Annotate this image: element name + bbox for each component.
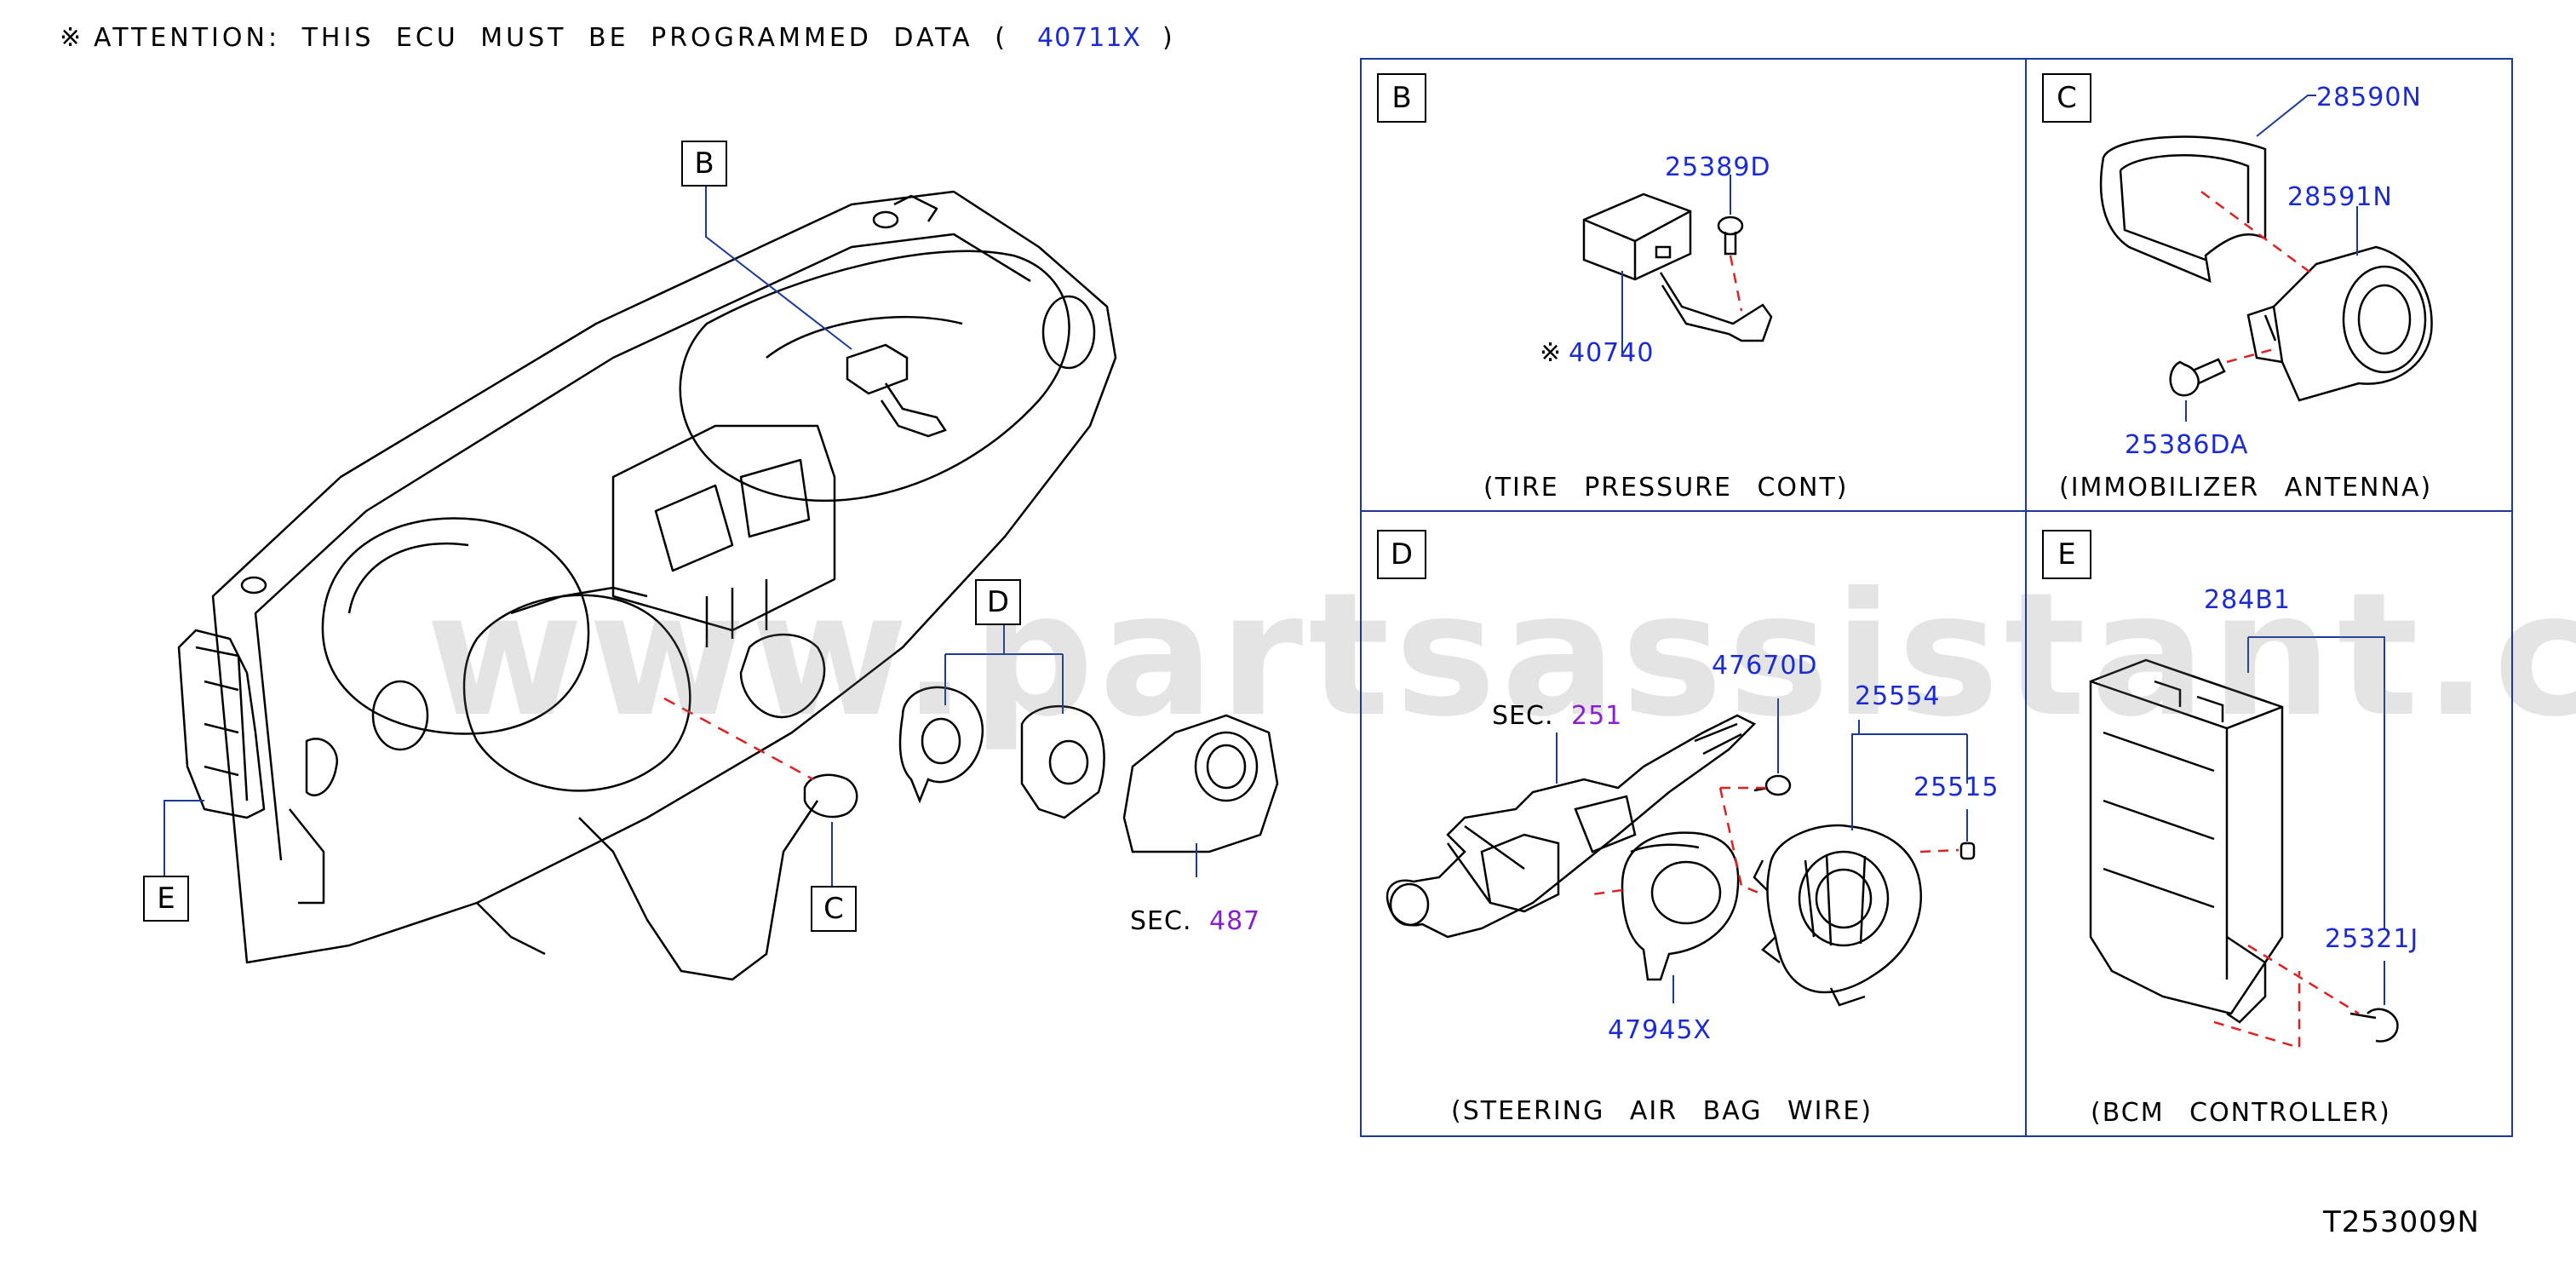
tire-pressure-cont-illustration (1582, 192, 1773, 342)
part-47945x[interactable]: 47945X (1608, 1015, 1712, 1045)
diagram-code: T253009N (2323, 1205, 2480, 1239)
watermark: www.partsassistant.com (426, 556, 2576, 755)
panel-b-leaders (1621, 175, 1731, 353)
attention-close: ) (1162, 23, 1173, 53)
panel-d-caption: (STEERING AIR BAG WIRE) (1451, 1096, 1873, 1126)
panel-d-dashed (1592, 786, 1959, 896)
panel-c-dashed (2200, 190, 2317, 364)
dashboard-illustration (177, 190, 1117, 981)
part-28590n[interactable]: 28590N (2316, 83, 2422, 112)
part-25389d[interactable]: 25389D (1665, 152, 1771, 182)
spiral-cable-illustration (1753, 824, 1922, 1007)
callout-b[interactable]: B (681, 141, 727, 187)
callout-d[interactable]: D (975, 579, 1021, 625)
immobilizer-illustration (2099, 135, 2433, 402)
overview-parts (803, 343, 1279, 853)
panel-bcm-controller (2025, 510, 2513, 1137)
part-25515[interactable]: 25515 (1913, 773, 1999, 802)
combination-switch-illustration (1386, 714, 1757, 939)
part-40740-mark: ※ (1540, 338, 1563, 368)
part-284b1[interactable]: 284B1 (2204, 585, 2291, 615)
overview-leaders (164, 186, 1197, 886)
panel-tire-pressure-cont (1360, 58, 2027, 512)
panel-e-dashed (2213, 944, 2360, 1049)
bcm-illustration (2089, 658, 2399, 1043)
panel-c-leaders (2185, 95, 2358, 422)
panel-c-caption: (IMMOBILIZER ANTENNA) (2059, 473, 2433, 503)
attention-text: ATTENTION: THIS ECU MUST BE PROGRAMMED D… (94, 23, 1008, 53)
panel-d-leaders (1556, 698, 1968, 1003)
sec-251-label: SEC. (1492, 701, 1554, 731)
sec-251-number[interactable]: 251 (1571, 701, 1623, 731)
part-25554[interactable]: 25554 (1855, 681, 1941, 711)
panel-b-dashed (1729, 255, 1743, 312)
callout-c[interactable]: C (811, 886, 857, 932)
part-25321j[interactable]: 25321J (2325, 924, 2419, 954)
sec-487-number[interactable]: 487 (1209, 906, 1261, 936)
steering-angle-sensor-illustration (1621, 831, 1740, 981)
part-47670d[interactable]: 47670D (1712, 651, 1818, 681)
panel-b-caption: (TIRE PRESSURE CONT) (1483, 473, 1849, 503)
panel-immobilizer-antenna (2025, 58, 2513, 512)
panel-d-letter: D (1377, 530, 1426, 579)
sec-487-label: SEC. (1130, 906, 1192, 936)
overview-dashed-lines (663, 697, 814, 781)
part-25386da[interactable]: 25386DA (2125, 430, 2249, 460)
panel-c-letter: C (2042, 73, 2091, 123)
attention-symbol: ※ (60, 23, 83, 53)
part-40740[interactable]: 40740 (1569, 338, 1655, 368)
panel-e-leaders (2247, 636, 2385, 1005)
callout-e[interactable]: E (143, 876, 189, 922)
attention-part-number[interactable]: 40711X (1037, 23, 1141, 53)
panel-e-letter: E (2042, 530, 2091, 579)
part-28591n[interactable]: 28591N (2287, 182, 2393, 212)
panel-b-letter: B (1377, 73, 1426, 123)
panel-e-caption: (BCM CONTROLLER) (2091, 1098, 2391, 1128)
